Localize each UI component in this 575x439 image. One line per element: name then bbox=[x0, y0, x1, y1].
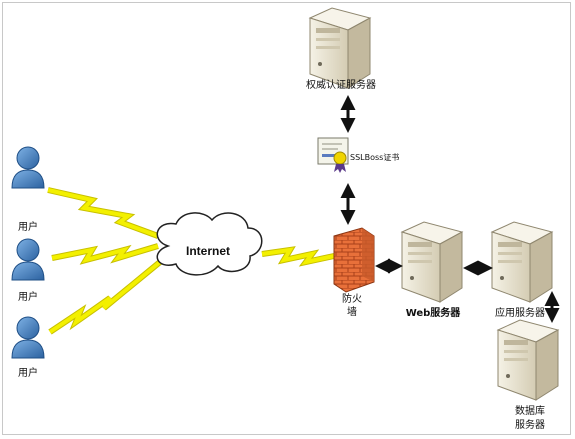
auth-server-label: 权威认证服务器 bbox=[306, 80, 376, 91]
diagram-border bbox=[2, 2, 571, 435]
connection-user-bottom-lightning bbox=[48, 259, 162, 335]
connection-user-top-lightning bbox=[47, 187, 160, 239]
user-label-bottom: 用户 bbox=[18, 368, 38, 379]
auth-server-icon bbox=[309, 7, 371, 89]
ssl-certificate-label: SSLBoss证书 bbox=[350, 153, 400, 162]
user-icon-middle bbox=[11, 238, 45, 281]
user-icon-bottom bbox=[11, 316, 45, 359]
firewall-label-line2: 墙 bbox=[347, 307, 357, 318]
user-icon-top bbox=[11, 146, 45, 189]
connection-internet-firewall-lightning bbox=[261, 246, 335, 267]
firewall-icon bbox=[333, 227, 375, 293]
db-server-icon bbox=[497, 319, 559, 401]
connection-user-middle-lightning bbox=[51, 243, 159, 265]
user-label-middle: 用户 bbox=[18, 292, 38, 303]
web-server-icon bbox=[401, 221, 463, 303]
app-server-label: 应用服务器 bbox=[495, 308, 545, 319]
internet-label: Internet bbox=[186, 244, 231, 258]
firewall-label-line1: 防火 bbox=[342, 294, 362, 305]
db-server-label-line1: 数据库 bbox=[515, 406, 545, 417]
app-server-icon bbox=[491, 221, 553, 303]
web-server-label: Web服务器 bbox=[405, 308, 461, 319]
internet-cloud-icon bbox=[156, 212, 263, 276]
user-label-top: 用户 bbox=[18, 222, 38, 233]
ssl-certificate-icon bbox=[317, 137, 349, 173]
db-server-label-line2: 服务器 bbox=[515, 420, 545, 431]
